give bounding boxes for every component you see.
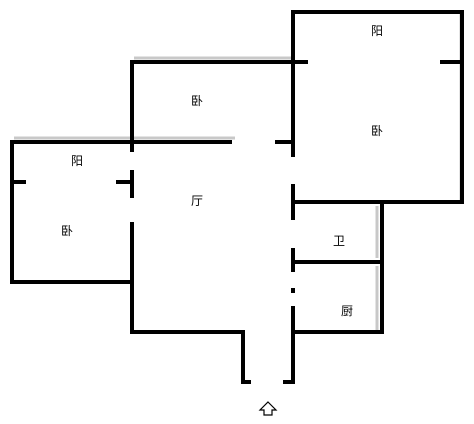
room-labels: 阳 卧 卧 阳 卧 厅 卫 厨 — [61, 24, 383, 318]
label-balcony-left: 阳 — [71, 154, 83, 168]
walls — [10, 10, 464, 384]
up-arrow-icon — [258, 401, 278, 416]
label-bedroom-top: 卧 — [191, 94, 203, 108]
label-bedroom-left: 卧 — [61, 224, 73, 238]
label-bedroom-right: 卧 — [371, 124, 383, 138]
label-living-room: 厅 — [191, 194, 203, 208]
label-kitchen: 厨 — [341, 304, 353, 318]
label-bathroom: 卫 — [333, 234, 345, 248]
label-balcony-right: 阳 — [371, 24, 383, 38]
